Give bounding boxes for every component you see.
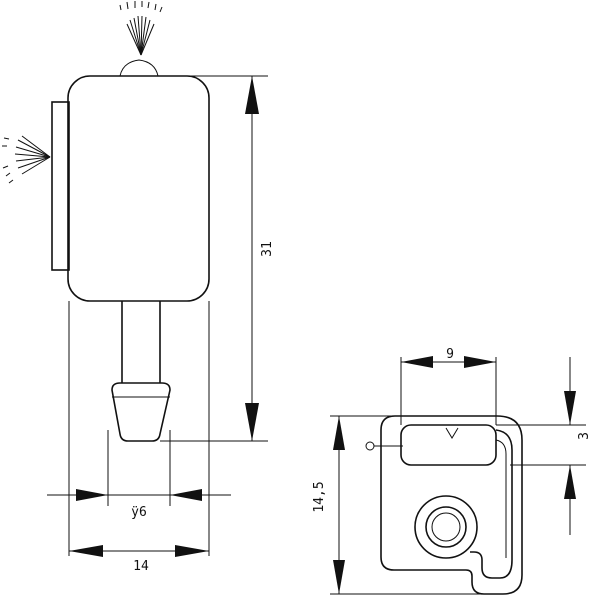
dimension-arrow-slot-bottom: [564, 465, 576, 499]
side-plate: [51, 101, 70, 271]
socket-outer-ring: [414, 495, 478, 559]
dimension-label-bracket-height: 14,5: [312, 481, 327, 512]
front-view: 9 3 14,5: [312, 347, 592, 595]
bracket-hook-inner: [495, 439, 507, 558]
socket-middle-ring: [425, 506, 467, 548]
dimension-label-slot-width: 9: [446, 347, 454, 362]
main-body: [67, 75, 210, 302]
dimension-arrow-bottom: [245, 403, 259, 441]
slot: [400, 424, 497, 466]
dimension-arrow-slot-top: [564, 391, 576, 425]
dimension-label-slot-height: 3: [577, 432, 592, 440]
light-burst-top-icon: [119, 1, 163, 56]
shaft-tip: [111, 382, 171, 442]
dimension-arrow-bracket-top: [333, 416, 345, 450]
dimension-arrow-width-left: [69, 545, 103, 557]
dimension-arrow-slot-left: [401, 356, 433, 368]
bracket-body: [380, 415, 523, 595]
dimension-label-width: 14: [133, 559, 149, 574]
dimension-label-diameter: ÿ6: [131, 505, 147, 520]
dimension-arrow-top: [245, 76, 259, 114]
pin-head: [365, 441, 375, 451]
light-burst-left-icon: [2, 135, 51, 184]
dimension-arrow-diameter-left: [76, 489, 108, 501]
side-view: 31 ÿ6 14: [2, 1, 275, 574]
dimension-arrow-slot-right: [464, 356, 496, 368]
lamp-dome: [119, 59, 159, 77]
dimension-arrow-width-right: [175, 545, 209, 557]
slot-notch: [445, 427, 459, 439]
dimension-arrow-diameter-right: [170, 489, 202, 501]
socket-inner-ring: [431, 512, 461, 542]
dimension-arrow-bracket-bottom: [333, 560, 345, 594]
dimension-label-height: 31: [260, 241, 275, 257]
bracket-hook: [470, 429, 513, 579]
